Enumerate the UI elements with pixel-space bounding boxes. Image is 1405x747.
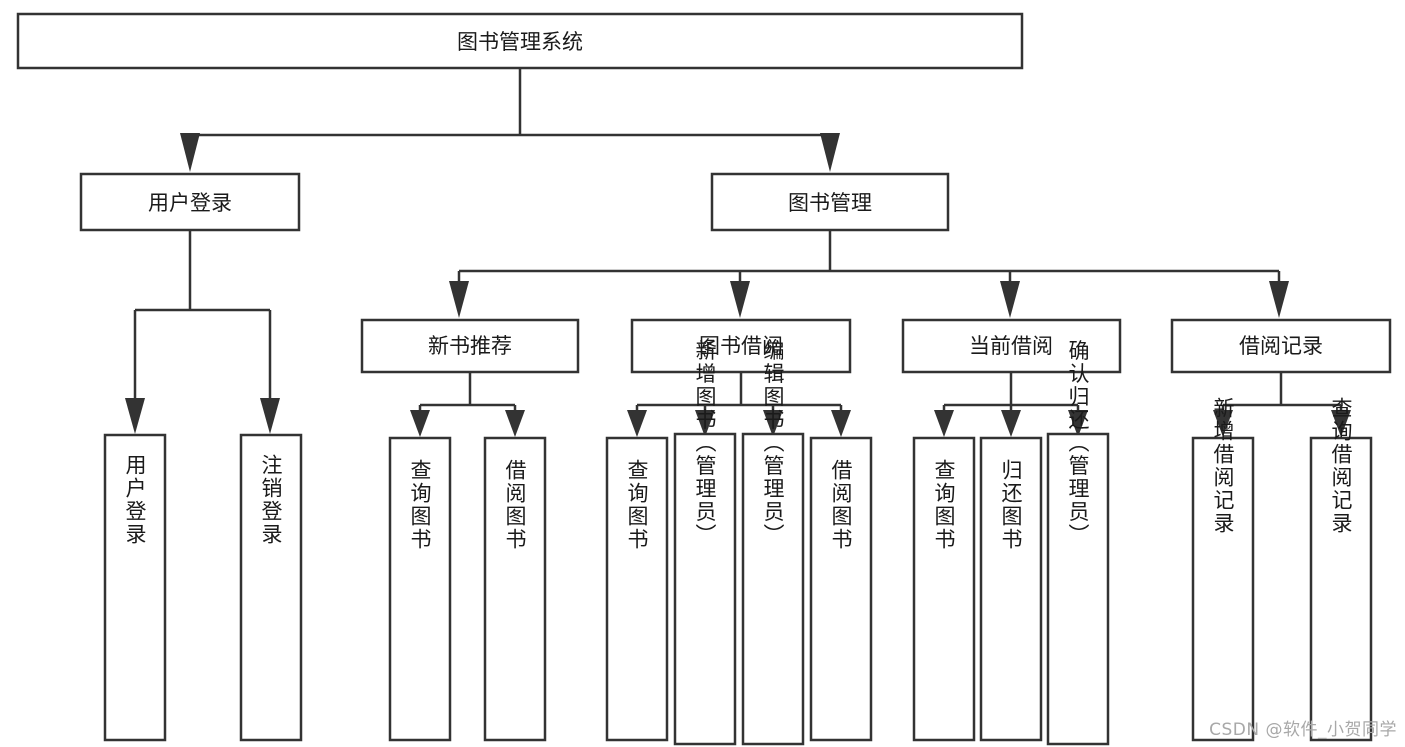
arrow-to-book-mgmt: [820, 133, 840, 172]
leaf-logout-label: 注销登录: [259, 454, 283, 546]
arrow-br-leaf-1: [1213, 410, 1233, 437]
leaf-cb-query-book[interactable]: 查询图书: [912, 436, 976, 742]
leaf-cb-query-book-box[interactable]: [912, 436, 976, 742]
arrow-nb-leaf-1: [410, 410, 430, 437]
leaf-cb-confirm-return-admin-box[interactable]: [1046, 432, 1110, 746]
arrow-to-leaf-user-login: [125, 398, 145, 434]
node-new-book-recommend-label: 新书推荐: [428, 334, 512, 358]
leaf-br-add-record-label: 新增借阅记录: [1211, 397, 1235, 535]
node-root[interactable]: 图书管理系统: [16, 12, 1024, 70]
arrow-nb-leaf-2: [505, 410, 525, 437]
leaf-br-add-record[interactable]: 新增借阅记录: [1191, 397, 1255, 742]
leaf-logout-box[interactable]: [239, 433, 303, 742]
leaf-nb-query-book[interactable]: 查询图书: [388, 436, 452, 742]
arrow-bb-leaf-1: [627, 410, 647, 437]
node-user-login-label: 用户登录: [148, 191, 232, 215]
leaf-bb-borrow-book-box[interactable]: [809, 436, 873, 742]
leaf-nb-borrow-book-label: 借阅图书: [503, 459, 527, 551]
arrow-bb-leaf-3: [763, 410, 783, 437]
leaf-br-query-record[interactable]: 查询借阅记录: [1309, 397, 1373, 742]
node-book-borrow-box[interactable]: [630, 318, 852, 374]
arrow-bb-leaf-2: [695, 410, 715, 437]
leaf-nb-borrow-book[interactable]: 借阅图书: [483, 436, 547, 742]
leaf-bb-query-book-label: 查询图书: [625, 459, 649, 551]
node-book-borrow[interactable]: 图书借阅: [630, 318, 852, 374]
leaf-bb-query-book-box[interactable]: [605, 436, 669, 742]
leaf-nb-borrow-book-box[interactable]: [483, 436, 547, 742]
leaf-cb-return-book-box[interactable]: [979, 436, 1043, 742]
arrow-bb-leaf-4: [831, 410, 851, 437]
node-new-book-recommend-box[interactable]: [360, 318, 580, 374]
arrow-to-book-borrow: [730, 281, 750, 318]
leaf-bb-edit-book-admin-label: 编辑图书（管理员）: [761, 340, 785, 547]
arrow-br-leaf-2: [1331, 410, 1351, 437]
leaf-cb-query-book-label: 查询图书: [932, 459, 956, 551]
node-borrow-records-label: 借阅记录: [1239, 334, 1323, 358]
node-borrow-records-box[interactable]: [1170, 318, 1392, 374]
leaf-bb-add-book-admin-box[interactable]: [673, 432, 737, 746]
node-borrow-records[interactable]: 借阅记录: [1170, 318, 1392, 374]
leaf-cb-confirm-return-admin-label: 确认归还（管理员）: [1066, 340, 1090, 547]
leaf-user-login-label: 用户登录: [123, 454, 147, 546]
leaf-logout[interactable]: 注销登录: [239, 433, 303, 742]
node-current-borrow[interactable]: 当前借阅: [901, 318, 1122, 374]
leaf-nb-query-book-label: 查询图书: [408, 459, 432, 551]
arrow-cb-leaf-3: [1068, 410, 1088, 437]
node-new-book-recommend[interactable]: 新书推荐: [360, 318, 580, 374]
node-book-borrow-label: 图书借阅: [699, 334, 783, 358]
arrow-to-current-borrow: [1000, 281, 1020, 318]
leaf-bb-edit-book-admin-box[interactable]: [741, 432, 805, 746]
leaf-bb-borrow-book[interactable]: 借阅图书: [809, 436, 873, 742]
leaf-cb-return-book[interactable]: 归还图书: [979, 436, 1043, 742]
arrow-to-user-login: [180, 133, 200, 172]
arrow-cb-leaf-2: [1001, 410, 1021, 437]
leaf-bb-query-book[interactable]: 查询图书: [605, 436, 669, 742]
node-user-login[interactable]: 用户登录: [79, 172, 301, 232]
leaf-br-query-record-label: 查询借阅记录: [1329, 397, 1353, 535]
leaf-bb-add-book-admin[interactable]: 新增图书（管理员）: [673, 340, 737, 746]
arrow-to-new-book-recommend: [449, 281, 469, 318]
leaf-cb-confirm-return-admin[interactable]: 确认归还（管理员）: [1046, 340, 1110, 746]
leaf-br-query-record-box[interactable]: [1309, 436, 1373, 742]
leaf-nb-query-book-box[interactable]: [388, 436, 452, 742]
leaf-cb-return-book-label: 归还图书: [999, 459, 1023, 551]
node-root-box[interactable]: [16, 12, 1024, 70]
node-book-management[interactable]: 图书管理: [710, 172, 950, 232]
leaf-user-login[interactable]: 用户登录: [103, 433, 167, 742]
node-current-borrow-label: 当前借阅: [969, 334, 1053, 358]
node-book-management-label: 图书管理: [788, 191, 872, 215]
arrow-to-leaf-logout: [260, 398, 280, 434]
node-current-borrow-box[interactable]: [901, 318, 1122, 374]
arrow-to-borrow-records: [1269, 281, 1289, 318]
arrow-cb-leaf-1: [934, 410, 954, 437]
node-book-management-box[interactable]: [710, 172, 950, 232]
node-root-label: 图书管理系统: [457, 30, 583, 54]
leaf-bb-add-book-admin-label: 新增图书（管理员）: [693, 340, 717, 547]
leaf-bb-edit-book-admin[interactable]: 编辑图书（管理员）: [741, 340, 805, 746]
leaf-br-add-record-box[interactable]: [1191, 436, 1255, 742]
leaf-bb-borrow-book-label: 借阅图书: [829, 459, 853, 551]
leaf-user-login-box[interactable]: [103, 433, 167, 742]
